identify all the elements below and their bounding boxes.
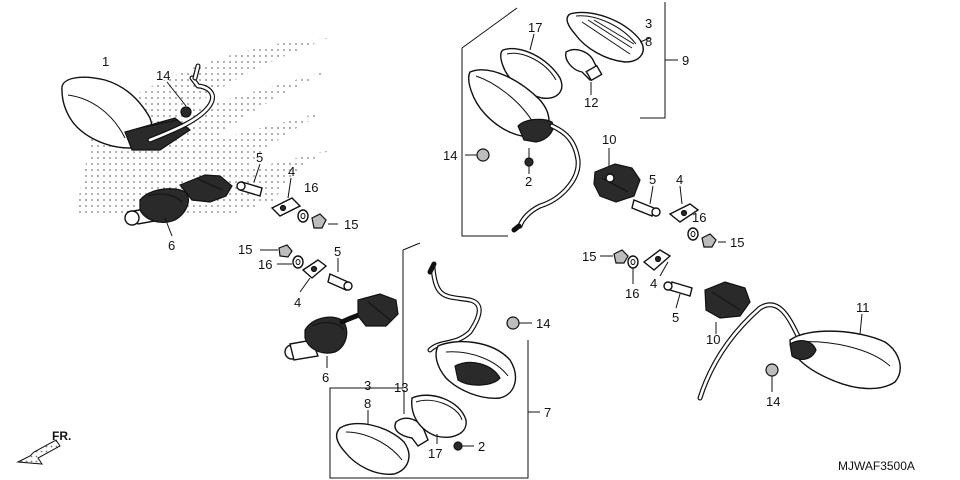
callout-7: 7 xyxy=(544,405,551,420)
callout-16: 16 xyxy=(258,257,272,272)
turn-signal-6-lower xyxy=(284,293,399,368)
turn-signal-6-upper xyxy=(124,174,233,237)
callout-6: 6 xyxy=(168,238,175,253)
callout-3: 3 xyxy=(645,16,652,31)
callout-15: 15 xyxy=(344,217,358,232)
gasket-17-lower xyxy=(411,394,467,444)
bulb-socket-5-lower-right xyxy=(663,281,693,309)
nut-15-lower-right xyxy=(600,249,629,264)
callout-5: 5 xyxy=(256,150,263,165)
mirror-11 xyxy=(697,302,901,401)
plate-4-lower-right xyxy=(642,249,672,277)
callout-5: 5 xyxy=(334,244,341,259)
signal-housing-lower xyxy=(427,261,517,399)
lens-3-8-lower xyxy=(335,410,410,475)
mirror-housing-upper xyxy=(468,69,581,233)
callout-14: 14 xyxy=(766,394,780,409)
box-9 xyxy=(461,2,678,237)
washer-16-upper-right xyxy=(687,227,699,241)
callout-16: 16 xyxy=(304,180,318,195)
plate-4-upper xyxy=(270,177,302,217)
callout-4: 4 xyxy=(288,164,295,179)
callout-16: 16 xyxy=(692,210,706,225)
turn-signal-10-upper xyxy=(593,148,641,203)
callout-10: 10 xyxy=(706,332,720,347)
callout-4: 4 xyxy=(650,276,657,291)
callout-17: 17 xyxy=(528,20,542,35)
callout-2: 2 xyxy=(478,439,485,454)
bulb-socket-5-upper-right xyxy=(631,185,661,217)
left-mirror-assembly xyxy=(61,63,215,151)
front-marker-label: FR. xyxy=(52,429,71,443)
bulb-socket-5-upper xyxy=(236,163,263,197)
callout-15: 15 xyxy=(730,235,744,250)
screw-2-upper xyxy=(524,148,534,174)
callout-15: 15 xyxy=(582,249,596,264)
callout-4: 4 xyxy=(676,172,683,187)
screw-14-lower-right xyxy=(765,363,779,392)
screw-14-center xyxy=(506,316,532,330)
screw-2-lower xyxy=(453,441,474,451)
callout-9: 9 xyxy=(682,53,689,68)
callout-3: 3 xyxy=(364,378,371,393)
callout-8: 8 xyxy=(364,396,371,411)
washer-16-upper xyxy=(297,209,309,223)
callout-12: 12 xyxy=(584,95,598,110)
callout-5: 5 xyxy=(649,172,656,187)
callout-16: 16 xyxy=(625,286,639,301)
callout-14: 14 xyxy=(536,316,550,331)
callout-4: 4 xyxy=(294,295,301,310)
washer-16-lower-left xyxy=(277,255,304,269)
callout-11: 11 xyxy=(856,300,870,315)
callout-10: 10 xyxy=(602,132,616,147)
callout-5: 5 xyxy=(672,310,679,325)
callout-17: 17 xyxy=(428,446,442,461)
bolt-14-left xyxy=(166,81,192,118)
nut-15-upper-right xyxy=(701,233,726,248)
callout-15: 15 xyxy=(238,242,252,257)
callout-14: 14 xyxy=(156,68,170,83)
plate-4-lower-left xyxy=(299,259,328,293)
callout-labels: 1 14 5 4 16 15 6 15 16 5 4 6 17 3 8 9 12… xyxy=(102,16,870,461)
callout-2: 2 xyxy=(525,174,532,189)
box-7 xyxy=(329,242,540,479)
turn-signal-10-lower xyxy=(704,281,751,334)
washer-16-lower-right xyxy=(627,255,639,284)
diagram-code: MJWAF3500A xyxy=(838,459,915,473)
callout-13: 13 xyxy=(394,380,408,395)
callout-1: 1 xyxy=(102,54,109,69)
nut-15-upper xyxy=(311,213,338,229)
gasket-17-upper xyxy=(500,33,563,99)
bulb-socket-5-lower-left xyxy=(327,258,353,291)
nut-15-lower-left xyxy=(260,244,293,258)
screw-14-upper xyxy=(465,148,490,162)
bulb-12 xyxy=(565,48,603,95)
callout-8: 8 xyxy=(645,34,652,49)
callout-14: 14 xyxy=(443,148,457,163)
front-direction-arrow-icon xyxy=(16,439,61,465)
plate-4-upper-right xyxy=(668,185,700,223)
wing-watermark xyxy=(75,38,330,215)
mirror-lens-upper xyxy=(566,11,651,63)
callout-6: 6 xyxy=(322,370,329,385)
